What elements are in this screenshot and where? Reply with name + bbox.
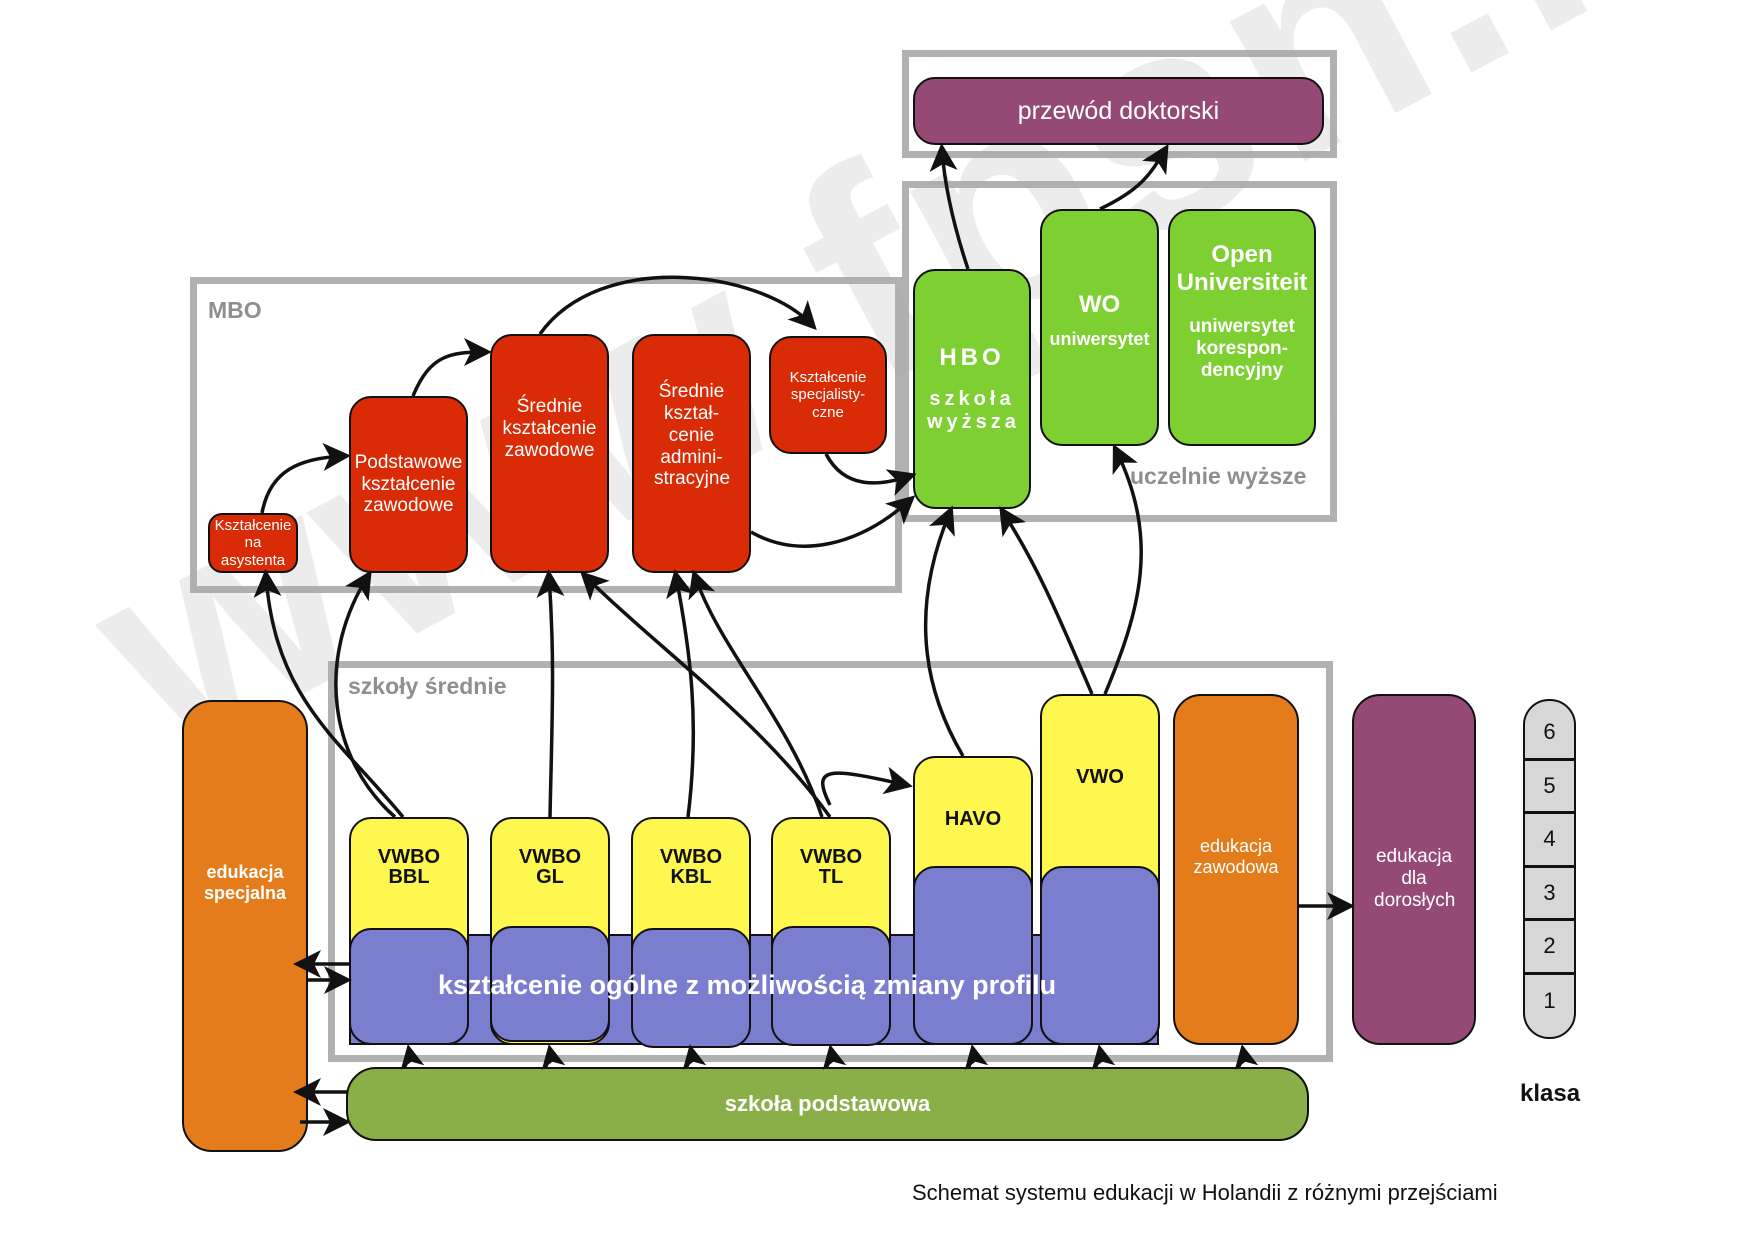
arrow-podstawowe-srednie — [411, 338, 492, 397]
vwbo-kbl-label: VWBO KBL — [659, 846, 723, 888]
general-label: kształcenie ogólne z możliwością zmiany … — [438, 970, 1057, 1000]
dorosli-label: edukacja dla dorosłych — [1374, 846, 1456, 911]
zawodowa-label: edukacja zawodowa — [1193, 836, 1279, 877]
ou-box[interactable]: Open Universiteit uniwersytet korespon-d… — [1168, 209, 1316, 446]
szkoly-label: szkoły średnie — [348, 673, 507, 699]
grade-1: 1 — [1543, 988, 1556, 1014]
wo-title: WO — [1078, 291, 1121, 318]
arrow-kbl-admin — [666, 569, 696, 818]
arrow-gl-srednie — [536, 569, 565, 818]
doktorat-frame — [902, 50, 1337, 158]
grade-3: 3 — [1525, 868, 1574, 921]
arrow-hbo-doktorat — [929, 143, 970, 270]
vwbo-gl-general — [490, 926, 610, 1042]
caption: Schemat systemu edukacji w Holandii z ró… — [912, 1180, 1498, 1205]
zawodowa-box[interactable]: edukacja zawodowa — [1173, 694, 1299, 1045]
mbo-asystent[interactable]: Kształcenie na asystenta — [208, 513, 298, 573]
ou-title: Open Universiteit — [1176, 241, 1308, 296]
wo-subtitle: uniwersytet — [1049, 328, 1150, 349]
specjalna-label: edukacja specjalna — [203, 862, 287, 903]
klasa-scale: 6 5 4 3 2 1 — [1523, 699, 1576, 1039]
arrow-srednie-specjal — [538, 275, 817, 336]
arrow-admin-hbo — [750, 495, 916, 548]
grade-5: 5 — [1525, 761, 1574, 814]
ou-subtitle: uniwersytet korespon-dencyjny — [1189, 316, 1295, 381]
arrow-primary-up-1 — [541, 1044, 566, 1071]
grade-2: 2 — [1525, 921, 1574, 975]
vwbo-kbl-general — [631, 928, 751, 1048]
doktorat-label: przewód doktorski — [1017, 96, 1220, 125]
vwbo-tl-label: VWBO TL — [799, 846, 863, 888]
arrow-tl-havo — [821, 766, 913, 806]
arrow-bbl-podstawowe — [334, 570, 397, 819]
arrow-asystent-podstawowe — [260, 442, 351, 514]
mbo-asystent-label: Kształcenie na asystenta — [214, 517, 292, 569]
arrow-vwo-hbo — [999, 506, 1094, 695]
mbo-podstawowe-label: Podstawowe kształcenie zawodowe — [354, 451, 463, 517]
arrow-primary-up-5 — [1091, 1044, 1116, 1071]
klasa-label: klasa — [1520, 1080, 1581, 1107]
mbo-admin[interactable]: Średnie kształ-cenie admini-stracyjne — [632, 334, 751, 573]
uczelnie-label: uczelnie wyższe — [1130, 463, 1307, 489]
mbo-podstawowe[interactable]: Podstawowe kształcenie zawodowe — [349, 396, 468, 573]
arrow-specjal-hbo — [824, 453, 917, 496]
grade-4: 4 — [1525, 814, 1574, 868]
hbo-box[interactable]: HBO szkoła wyższa — [913, 269, 1031, 509]
vwo-general — [1040, 866, 1160, 1045]
podstawowa-label: szkoła podstawowa — [724, 1091, 931, 1117]
havo-label: HAVO — [944, 808, 1002, 830]
grade-6: 6 — [1525, 707, 1574, 761]
arrow-wo-doktorat — [1099, 143, 1169, 211]
vwbo-bbl-label: VWBO BBL — [377, 846, 441, 888]
specjalna-box[interactable]: edukacja specjalna — [182, 700, 308, 1152]
havo-general — [913, 866, 1033, 1045]
uczelnie-frame — [902, 181, 1337, 522]
mbo-admin-label: Średnie kształ-cenie admini-stracyjne — [654, 381, 731, 490]
arrow-tl-admin — [688, 569, 824, 818]
mbo-srednie-label: Średnie kształcenie zawodowe — [502, 396, 597, 461]
hbo-subtitle: szkoła wyższa — [927, 387, 1020, 433]
doktorat-box[interactable]: przewód doktorski — [913, 77, 1324, 145]
mbo-specjal-label: Kształcenie specjalisty-czne — [789, 369, 867, 421]
vwo-label: VWO — [1076, 766, 1124, 788]
mbo-label: MBO — [208, 297, 262, 323]
arrow-havo-hbo — [923, 505, 965, 757]
podstawowa-box[interactable]: szkoła podstawowa — [346, 1067, 1309, 1141]
hbo-title: HBO — [939, 344, 1005, 372]
arrow-primary-up-2 — [682, 1044, 707, 1071]
vwbo-gl-label: VWBO GL — [518, 846, 582, 888]
arrow-primary-up-0 — [400, 1044, 425, 1071]
mbo-specjal[interactable]: Kształcenie specjalisty-czne — [769, 336, 887, 454]
arrow-bbl-asystent — [253, 569, 405, 819]
vwbo-tl-general — [771, 926, 891, 1046]
dorosli-box[interactable]: edukacja dla dorosłych — [1352, 694, 1476, 1045]
arrow-vwo-wo — [1103, 443, 1143, 695]
wo-box[interactable]: WO uniwersytet — [1040, 209, 1159, 446]
vwbo-bbl-general — [349, 928, 469, 1045]
mbo-srednie[interactable]: Średnie kształcenie zawodowe — [490, 334, 609, 573]
arrow-tl-srednie — [580, 571, 832, 819]
arrow-primary-up-4 — [964, 1044, 989, 1071]
arrow-primary-up-6 — [1234, 1044, 1259, 1071]
arrow-primary-up-3 — [822, 1044, 847, 1071]
